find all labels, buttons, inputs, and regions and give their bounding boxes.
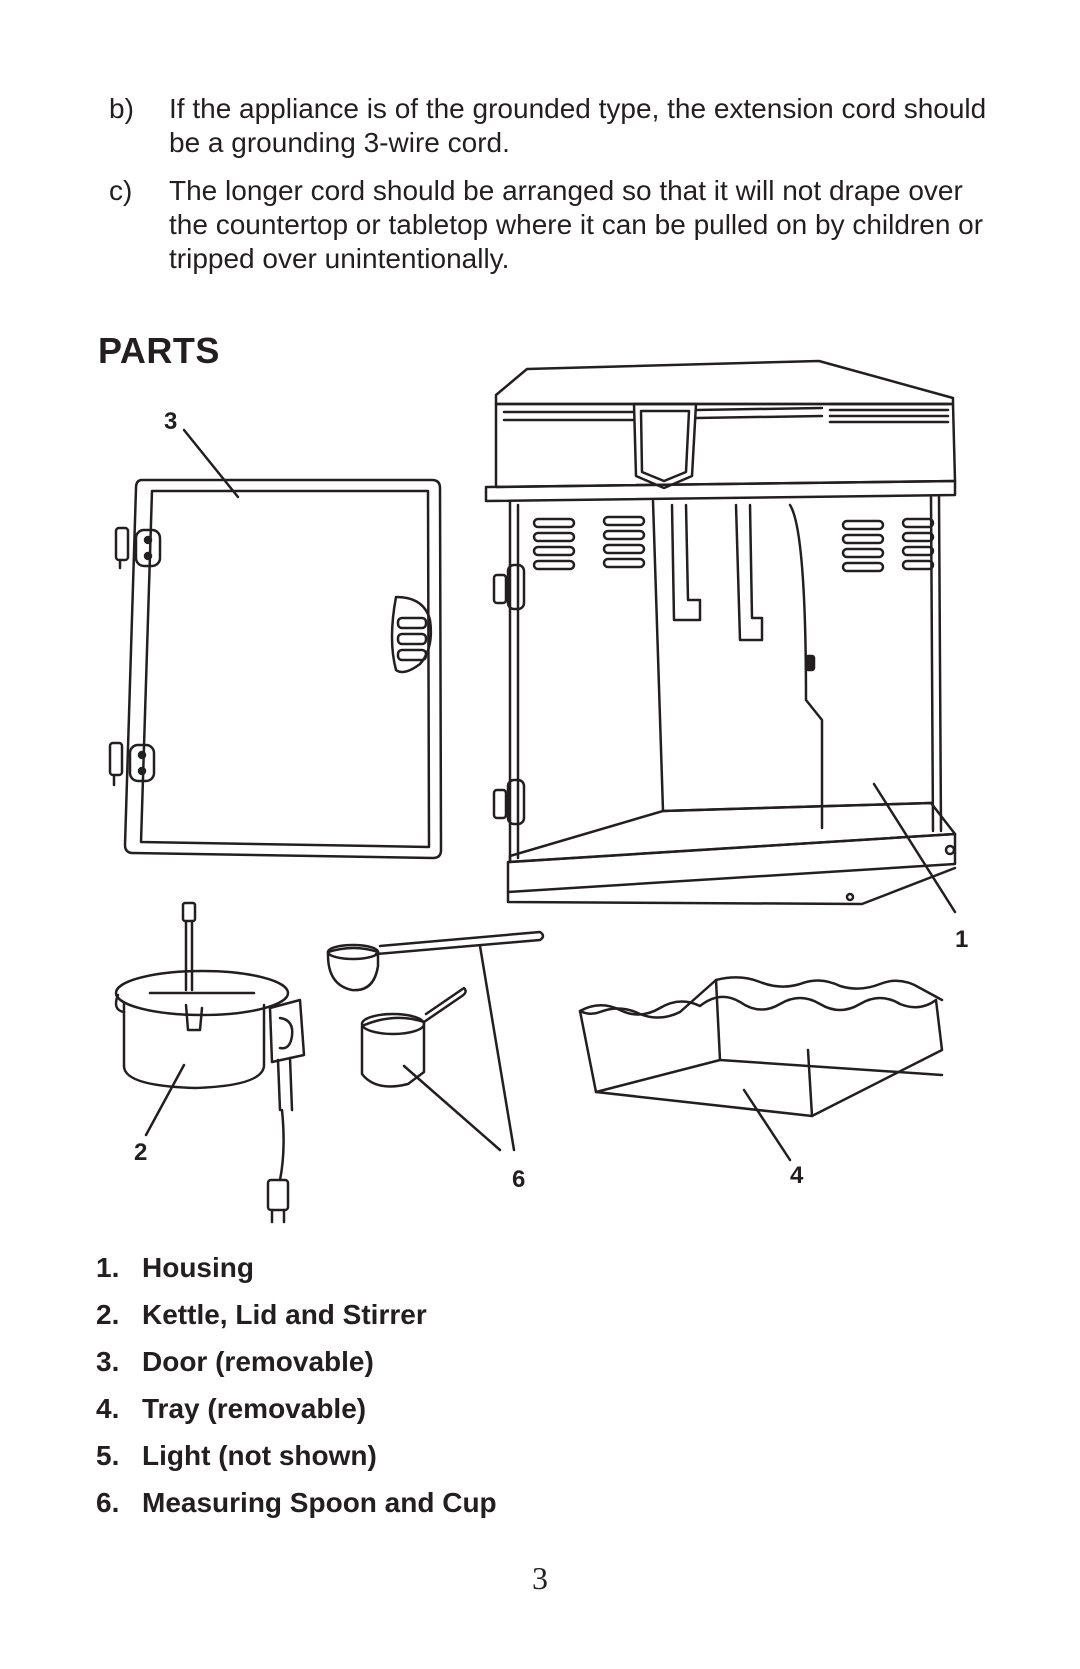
list-item-label: Measuring Spoon and Cup (142, 1487, 497, 1518)
list-item: 3. Door (removable) (96, 1346, 497, 1393)
callout-6: 6 (512, 1166, 525, 1193)
list-item-label: Light (not shown) (142, 1440, 377, 1471)
list-item-label: Door (removable) (142, 1346, 374, 1377)
list-item-number: 5. (96, 1440, 120, 1471)
housing-illustration (484, 359, 957, 906)
list-item-label: Tray (removable) (142, 1393, 367, 1424)
list-item: 6. Measuring Spoon and Cup (96, 1487, 497, 1534)
instruction-text: The longer cord should be arranged so th… (169, 175, 984, 274)
instruction-label: b) (109, 93, 134, 124)
list-item-number: 3. (96, 1346, 120, 1377)
list-item-number: 4. (96, 1393, 120, 1424)
list-item-number: 2. (96, 1299, 120, 1330)
page-number: 3 (532, 1560, 548, 1596)
list-item-label: Housing (142, 1252, 254, 1283)
instruction-text: If the appliance is of the grounded type… (169, 93, 987, 158)
callout-3: 3 (164, 408, 177, 435)
list-item: 2. Kettle, Lid and Stirrer (96, 1299, 497, 1346)
list-item: 5. Light (not shown) (96, 1440, 497, 1487)
list-item-number: 1. (96, 1252, 120, 1283)
leader-lines (144, 428, 957, 1162)
list-item: 1. Housing (96, 1252, 497, 1299)
tray-illustration (578, 976, 944, 1118)
door-illustration (108, 478, 443, 860)
callout-4: 4 (790, 1162, 804, 1189)
list-item-number: 6. (96, 1487, 120, 1518)
measuring-spoon-cup-illustration (326, 930, 545, 1088)
instruction-label: c) (109, 175, 133, 206)
callout-1: 1 (955, 926, 968, 953)
kettle-illustration (114, 901, 306, 1224)
callout-2: 2 (134, 1139, 147, 1166)
section-title: PARTS (98, 330, 220, 371)
parts-list: 1. Housing 2. Kettle, Lid and Stirrer 3. Do… (96, 1252, 497, 1534)
list-item: 4. Tray (removable) (96, 1393, 497, 1440)
list-item-label: Kettle, Lid and Stirrer (142, 1299, 427, 1330)
